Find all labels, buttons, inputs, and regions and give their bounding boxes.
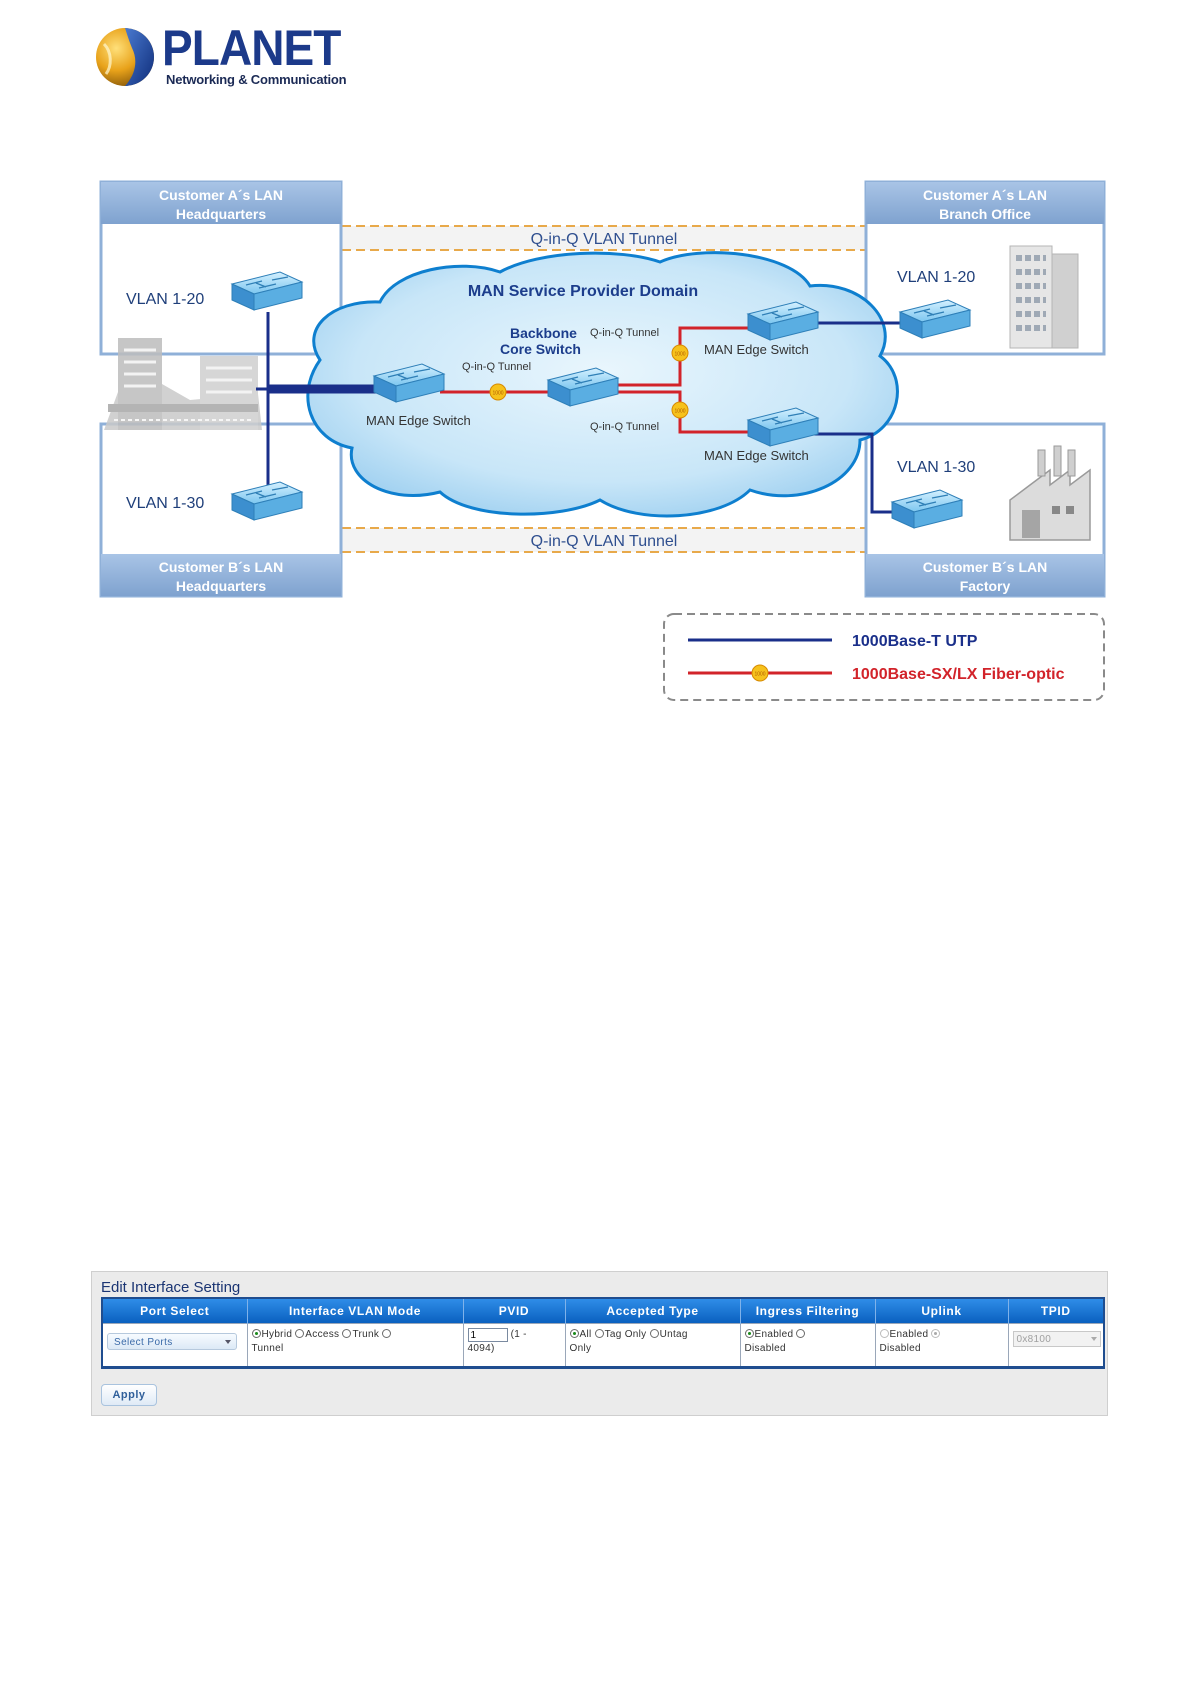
tunnel-band-bottom (342, 527, 866, 553)
apply-button[interactable]: Apply (101, 1384, 157, 1406)
column-header-tpid: TPID (1007, 1298, 1105, 1324)
backbone-label-2: Core Switch (500, 341, 581, 357)
vlan-mode-trunk-label: Trunk (352, 1329, 380, 1340)
vlan-mode-trunk-radio[interactable] (342, 1329, 352, 1338)
port-select-cell: Select Ports (101, 1323, 248, 1368)
legend: 1000Base-T UTP 1000Base-SX/LX Fiber-opti… (663, 613, 1105, 701)
column-header-pvid: PVID (462, 1298, 566, 1324)
ingress-disabled-label: Disabled (744, 1343, 786, 1354)
utp-links (256, 312, 905, 514)
customer-a-hq-box: Customer A´s LAN Headquarters VLAN 1-20 (99, 180, 343, 356)
pvid-range-start: (1 - (510, 1329, 527, 1340)
backbone-label-1: Backbone (510, 325, 577, 341)
globe-logo-icon (96, 28, 154, 86)
ingress-enabled-radio[interactable] (744, 1329, 754, 1338)
qinq-network-diagram: 1000 Q-in-Q VLAN Tunnel Q-in-Q VLAN Tunn… (99, 180, 1106, 701)
ingress-filtering-cell: Enabled Disabled (739, 1323, 876, 1368)
pvid-cell: 1 (1 - 4094) (462, 1323, 566, 1368)
customer-b-factory-title-1: Customer B´s LAN (923, 559, 1047, 575)
column-header-ingress-filtering: Ingress Filtering (739, 1298, 876, 1324)
accepted-untag-only-label: Only (569, 1343, 592, 1354)
tunnel-label-bottom: Q-in-Q VLAN Tunnel (531, 533, 678, 550)
vlan-mode-hybrid-radio[interactable] (251, 1329, 261, 1338)
customer-b-factory-vlan: VLAN 1-30 (897, 459, 975, 476)
vlan-mode-tunnel-radio[interactable] (382, 1329, 392, 1338)
tunnel-band-top (342, 225, 866, 251)
column-header-uplink: Uplink (874, 1298, 1009, 1324)
qinq-label-top-right: Q-in-Q Tunnel (590, 327, 659, 339)
fiber-connector-icon (489, 383, 507, 401)
accepted-tag-only-radio[interactable] (594, 1329, 604, 1338)
customer-b-hq-box: Customer B´s LAN Headquarters VLAN 1-30 (99, 422, 343, 598)
customer-b-hq-title-2: Headquarters (176, 578, 266, 594)
column-header-vlan-mode: Interface VLAN Mode (246, 1298, 464, 1324)
accepted-all-label: All (579, 1329, 592, 1340)
vlan-mode-access-label: Access (305, 1329, 340, 1340)
panel-title: Edit Interface Setting (101, 1279, 241, 1296)
uplink-enabled-radio[interactable] (879, 1329, 889, 1338)
accepted-tag-only-label: Tag Only (604, 1329, 647, 1340)
ingress-disabled-radio[interactable] (796, 1329, 806, 1338)
branch-office-building-icon (1009, 245, 1079, 349)
customer-a-branch-vlan: VLAN 1-20 (897, 269, 975, 286)
table-header-row: Port Select Interface VLAN Mode PVID Acc… (101, 1298, 1105, 1324)
port-select-value: Select Ports (114, 1337, 173, 1348)
chevron-down-icon (1090, 1337, 1097, 1341)
tunnel-label-top: Q-in-Q VLAN Tunnel (531, 231, 678, 248)
edge-label-bottom-right: MAN Edge Switch (704, 448, 809, 463)
customer-b-hq-title-1: Customer B´s LAN (159, 559, 283, 575)
tpid-cell: 0x8100 (1007, 1323, 1105, 1368)
tpid-value: 0x8100 (1016, 1334, 1052, 1345)
edit-interface-setting-panel: Edit Interface Setting Port Select Inter… (91, 1271, 1108, 1416)
accepted-type-cell: All Tag Only Untag Only (564, 1323, 741, 1368)
tpid-select[interactable]: 0x8100 (1012, 1331, 1101, 1347)
pvid-input[interactable]: 1 (467, 1328, 508, 1342)
uplink-cell: Enabled Disabled (874, 1323, 1009, 1368)
logo-tagline: Networking & Communication (166, 72, 347, 87)
accepted-untag-only-radio[interactable] (649, 1329, 659, 1338)
pvid-range-end: 4094) (467, 1343, 495, 1354)
edge-label-left: MAN Edge Switch (366, 413, 471, 428)
legend-utp: 1000Base-T UTP (852, 633, 978, 650)
factory-building-icon (1009, 445, 1091, 541)
uplink-disabled-label: Disabled (879, 1343, 921, 1354)
qinq-label-bottom-right: Q-in-Q Tunnel (590, 421, 659, 433)
accepted-untag-label: Untag (659, 1329, 688, 1340)
hq-building-icon (104, 338, 262, 430)
column-header-port-select: Port Select (101, 1298, 248, 1324)
logo-wordmark: PLANET (162, 20, 341, 76)
customer-a-hq-title-2: Headquarters (176, 206, 266, 222)
uplink-enabled-label: Enabled (889, 1329, 929, 1340)
edge-label-top-right: MAN Edge Switch (704, 342, 809, 357)
planet-logo: PLANET Networking & Communication (94, 20, 354, 94)
customer-b-hq-vlan: VLAN 1-30 (126, 495, 204, 512)
customer-a-branch-title-2: Branch Office (939, 206, 1031, 222)
qinq-label-left: Q-in-Q Tunnel (462, 361, 531, 373)
vlan-mode-cell: Hybrid Access Trunk Tunnel (246, 1323, 464, 1368)
table-row: Select Ports Hybrid Access Trunk Tunnel … (101, 1323, 1105, 1368)
vlan-mode-hybrid-label: Hybrid (261, 1329, 293, 1340)
chevron-down-icon (225, 1340, 231, 1344)
fiber-connector-icon (671, 344, 689, 362)
fiber-connector-icon (671, 401, 689, 419)
port-select-dropdown[interactable]: Select Ports (107, 1333, 237, 1350)
accepted-all-radio[interactable] (569, 1329, 579, 1338)
vlan-mode-access-radio[interactable] (295, 1329, 305, 1338)
cloud-title: MAN Service Provider Domain (468, 283, 698, 300)
column-header-accepted-type: Accepted Type (564, 1298, 741, 1324)
customer-a-hq-vlan: VLAN 1-20 (126, 291, 204, 308)
ingress-enabled-label: Enabled (754, 1329, 794, 1340)
vlan-mode-tunnel-label: Tunnel (251, 1343, 284, 1354)
customer-b-factory-title-2: Factory (960, 578, 1011, 594)
interface-setting-table: Port Select Interface VLAN Mode PVID Acc… (101, 1297, 1105, 1369)
legend-fiber: 1000Base-SX/LX Fiber-optic (852, 666, 1065, 683)
customer-a-hq-title-1: Customer A´s LAN (159, 187, 283, 203)
customer-a-branch-title-1: Customer A´s LAN (923, 187, 1047, 203)
uplink-disabled-radio[interactable] (931, 1329, 941, 1338)
